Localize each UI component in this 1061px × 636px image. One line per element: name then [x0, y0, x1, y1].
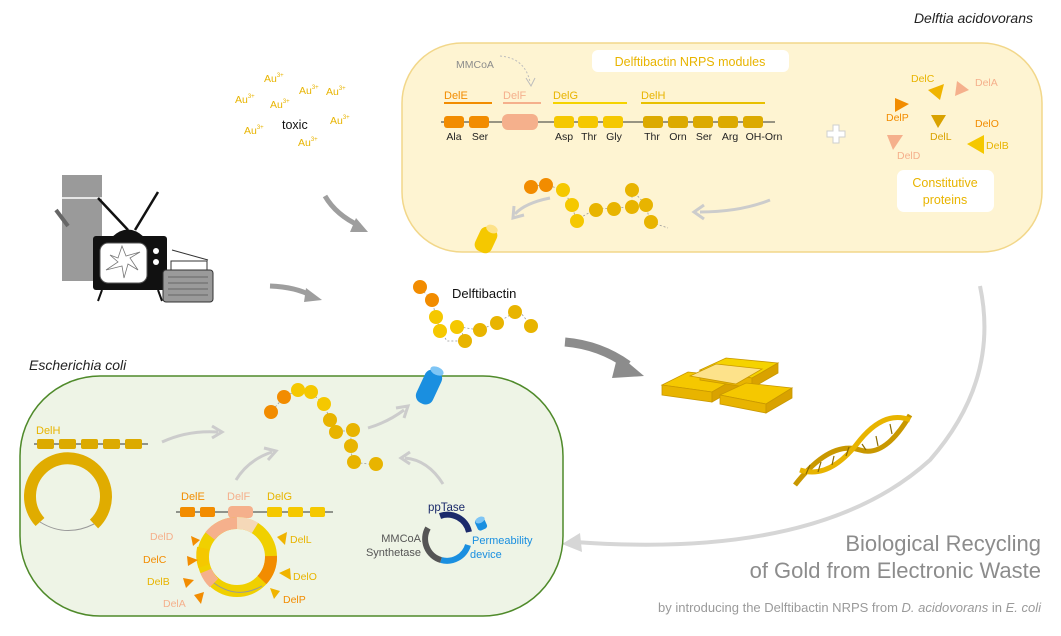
aa-gly: Gly: [606, 131, 623, 143]
plasmid-deld: DelD: [150, 531, 174, 543]
constitutive-box: [897, 170, 994, 212]
ecoli-delf-label: DelF: [227, 491, 251, 503]
aa-thr-1: Thr: [581, 131, 597, 143]
gold-ions: Au3+ Au3+ Au3+ Au3+ Au3+ Au3+ Au3+ Au3+: [235, 73, 350, 149]
svg-text:Au3+: Au3+: [299, 85, 319, 97]
delftia-name: Delftia acidovorans: [914, 10, 1033, 26]
electronic-waste: [54, 175, 214, 303]
constitutive-line1: Constitutive: [912, 176, 977, 190]
plasmid-delp: DelP: [283, 594, 306, 606]
del-plasmid: [196, 516, 277, 597]
ecoli-delg-label: DelG: [267, 491, 292, 503]
plasmid-delc: DelC: [143, 554, 167, 566]
protein-delb: DelB: [986, 140, 1009, 152]
aa-ser-1: Ser: [472, 131, 489, 143]
pptase-plasmid: [422, 511, 488, 564]
plasmid-dela: DelA: [163, 598, 186, 610]
ecoli-peptide-chain: [264, 383, 383, 471]
delftibactin-molecule: [413, 280, 538, 348]
aa-orn: Orn: [669, 131, 687, 143]
plasmid-delb: DelB: [147, 576, 170, 588]
permeability-line1: Permeability: [472, 535, 533, 547]
protein-delp: DelP: [886, 112, 909, 124]
aa-ser-2: Ser: [696, 131, 713, 143]
nrps-modules-box: [592, 50, 789, 72]
mmcoa-synthetase-line1: MMCoA: [381, 533, 421, 545]
aa-arg: Arg: [722, 131, 739, 143]
protein-dell: DelL: [930, 131, 952, 143]
aa-thr-2: Thr: [644, 131, 660, 143]
gene-delf-label: DelF: [503, 90, 527, 102]
pptase-label: ppTase: [428, 502, 465, 514]
protein-deld: DelD: [897, 150, 921, 162]
aa-asp: Asp: [555, 131, 573, 143]
gene-dele-label: DelE: [444, 90, 468, 102]
ecoli-dele-label: DelE: [181, 491, 205, 503]
permeability-line2: device: [470, 549, 502, 561]
delftia-peptide-chain: [524, 178, 669, 229]
nrps-modules-label: Delftibactin NRPS modules: [615, 55, 766, 69]
ecoli-cell: [19, 375, 564, 617]
plasmid-dell: DelL: [290, 534, 312, 546]
plus-icon: [826, 124, 846, 144]
subtitle: by introducing the Delftibactin NRPS fro…: [658, 600, 1042, 615]
protein-dela: DelA: [975, 77, 998, 89]
delftibactin-label: Delftibactin: [452, 286, 516, 301]
delftia-transporter: [474, 224, 498, 254]
delh-plasmid: [24, 452, 112, 531]
toxic-label: toxic: [282, 118, 308, 132]
svg-text:Au3+: Au3+: [235, 94, 255, 106]
protein-delc: DelC: [911, 73, 935, 85]
ecoli-delh-label: DelH: [36, 425, 61, 437]
aa-oh-orn: OH-Orn: [746, 131, 783, 143]
svg-text:Au3+: Au3+: [270, 99, 290, 111]
gene-delg-label: DelG: [553, 90, 578, 102]
title-line2: of Gold from Electronic Waste: [750, 558, 1041, 583]
constitutive-proteins: [887, 81, 984, 154]
svg-text:Au3+: Au3+: [298, 137, 318, 149]
ecoli-name: Escherichia coli: [29, 357, 127, 373]
delftia-cell: [401, 42, 1043, 253]
gold-bars: [660, 357, 794, 414]
dna-helix-icon: [793, 413, 913, 487]
title-line1: Biological Recycling: [845, 531, 1041, 556]
svg-text:Au3+: Au3+: [244, 125, 264, 137]
svg-text:Au3+: Au3+: [264, 73, 284, 85]
ecoli-transporter: [415, 366, 444, 405]
plasmid-delo: DelO: [293, 571, 317, 583]
protein-delo: DelO: [975, 118, 999, 130]
aa-ala: Ala: [446, 131, 461, 143]
mmcoa-arrow: [499, 55, 531, 83]
mmcoa-synthetase-line2: Synthetase: [366, 547, 421, 559]
svg-text:Au3+: Au3+: [330, 115, 350, 127]
gene-delh-label: DelH: [641, 90, 666, 102]
svg-text:Au3+: Au3+: [326, 86, 346, 98]
delftia-mmcoa-label: MMCoA: [456, 59, 494, 71]
return-arc: [574, 285, 987, 547]
constitutive-line2: proteins: [923, 193, 967, 207]
